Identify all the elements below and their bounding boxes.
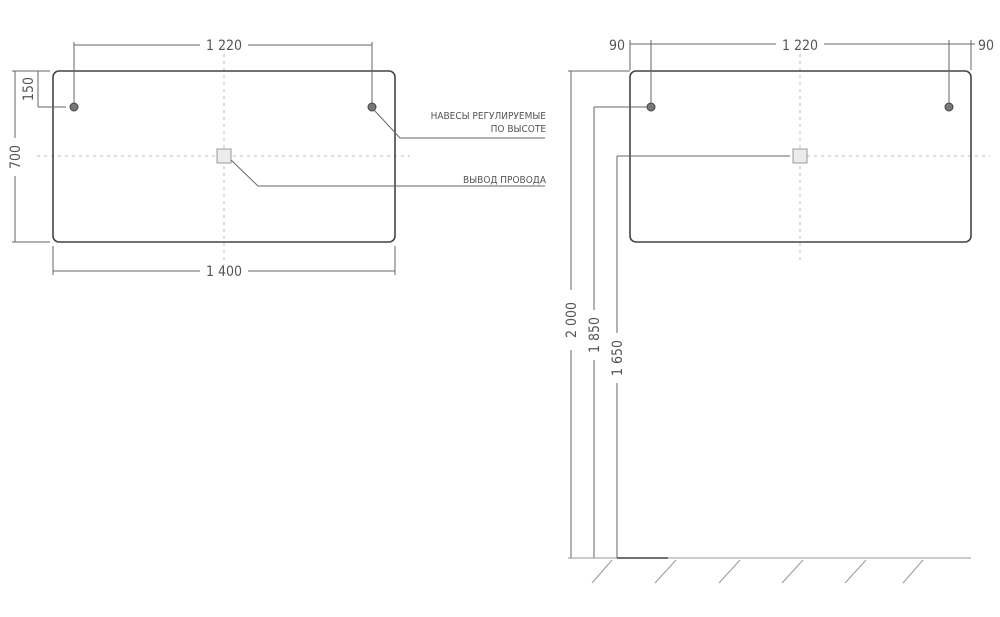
note-hooks-line1: НАВЕСЫ РЕГУЛИРУЕМЫЕ (431, 111, 547, 122)
dimension-label: 90 (609, 38, 625, 54)
hook-left (646, 102, 656, 112)
hook-right (367, 102, 377, 112)
note-hooks-line2: ПО ВЫСОТЕ (491, 124, 547, 135)
panel-outline (52, 70, 396, 243)
hook-left (69, 102, 79, 112)
dimension-hook-height: 1 850 (587, 106, 647, 558)
dimension-hook-spacing: 1 220 (73, 38, 373, 103)
mounting-view: 90 1 220 90 2 000 1 850 1 650 (564, 38, 994, 584)
note-wire-outlet: ВЫВОД ПРОВОДА (463, 175, 547, 186)
front-view: 1 220 1 400 700 150 НАВЕСЫ РЕГУЛИРУЕМЫЕ (8, 38, 547, 280)
dimension-width: 1 400 (52, 246, 396, 280)
floor (568, 557, 971, 584)
dimension-label: 150 (21, 77, 37, 101)
dimension-top-height: 2 000 (564, 70, 630, 558)
dimension-label: 700 (8, 145, 24, 169)
leader-hooks: НАВЕСЫ РЕГУЛИРУЕМЫЕ ПО ВЫСОТЕ (373, 109, 547, 139)
dimension-outlet-height: 1 650 (610, 155, 790, 558)
dimension-label: 90 (978, 38, 994, 54)
dimension-label: 1 650 (610, 340, 626, 376)
dimension-label: 1 850 (587, 317, 603, 353)
dimension-top: 90 1 220 90 (609, 38, 994, 103)
wire-outlet (792, 148, 808, 164)
dimension-height: 700 (8, 70, 50, 243)
dimension-label: 2 000 (564, 302, 580, 338)
wire-outlet (216, 148, 232, 164)
leader-wire-outlet: ВЫВОД ПРОВОДА (230, 159, 547, 187)
dimension-label: 1 220 (782, 38, 818, 54)
dimension-label: 1 220 (206, 38, 242, 54)
dimension-hook-offset: 150 (21, 71, 66, 108)
dimension-label: 1 400 (206, 264, 242, 280)
hook-right (944, 102, 954, 112)
